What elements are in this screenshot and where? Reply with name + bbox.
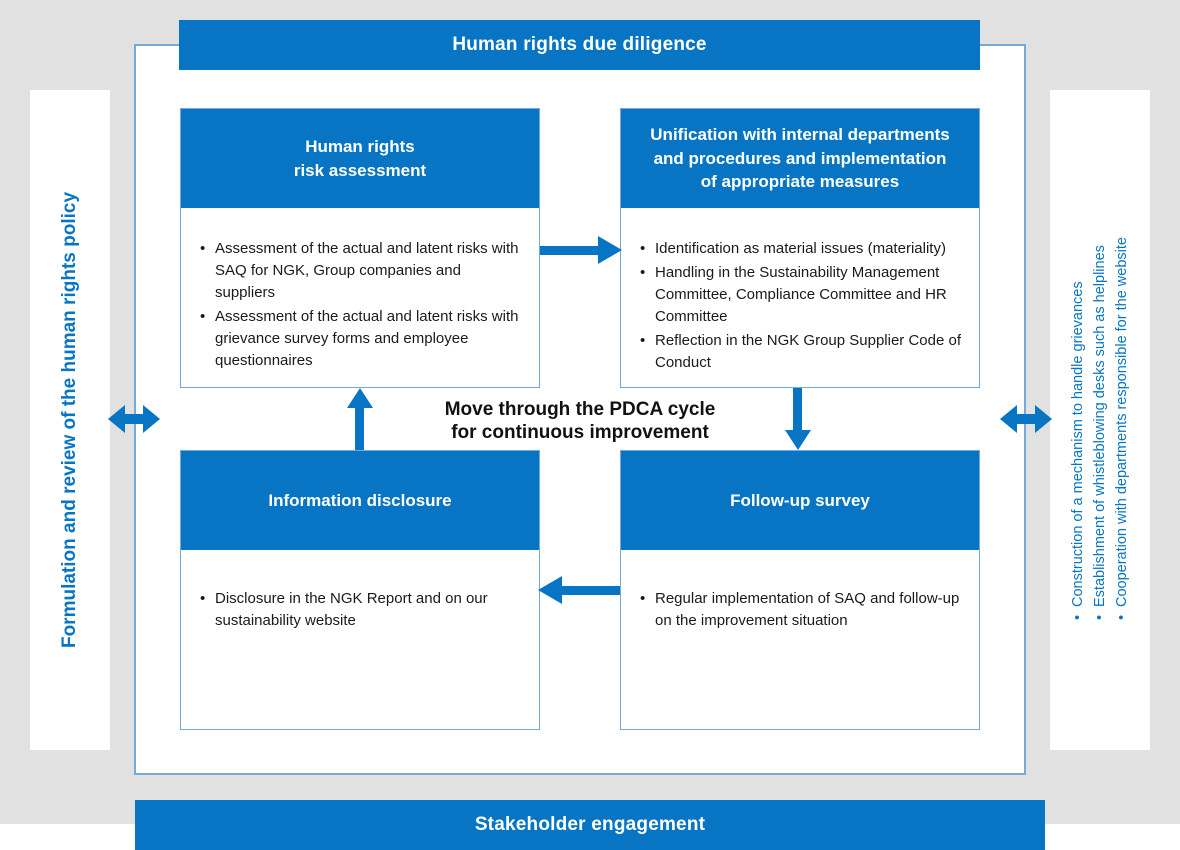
- bullet-item: Reflection in the NGK Group Supplier Cod…: [639, 330, 963, 374]
- box-unification-measures-body: Identification as material issues (mater…: [621, 208, 979, 374]
- bottom-banner-label: Stakeholder engagement: [474, 814, 706, 835]
- double-arrow-right-icon: [1000, 405, 1052, 433]
- top-banner-label: Human rights due diligence: [452, 34, 707, 55]
- arrow-down-icon: [785, 388, 811, 450]
- box-risk-assessment-title: Human rights risk assessment: [181, 109, 539, 208]
- bullet-item: Assessment of the actual and latent risk…: [199, 306, 523, 372]
- arrow-left-icon: [538, 576, 620, 604]
- box-information-disclosure-body: Disclosure in the NGK Report and on our …: [181, 550, 539, 632]
- box-followup-survey-body: Regular implementation of SAQ and follow…: [621, 550, 979, 632]
- bullet-item: Disclosure in the NGK Report and on our …: [199, 588, 523, 632]
- right-grievance-panel: Construction of a mechanism to handle gr…: [1050, 90, 1150, 750]
- top-banner: Human rights due diligence: [179, 20, 980, 70]
- box-unification-measures-title: Unification with internal departments an…: [621, 109, 979, 208]
- double-arrow-left-icon: [108, 405, 160, 433]
- bullet-item: Identification as material issues (mater…: [639, 238, 963, 260]
- arrow-right-icon: [540, 236, 622, 264]
- box-followup-survey: Follow-up survey Regular implementation …: [620, 450, 980, 730]
- box-information-disclosure: Information disclosure Disclosure in the…: [180, 450, 540, 730]
- arrow-up-icon: [347, 388, 373, 450]
- box-risk-assessment-body: Assessment of the actual and latent risk…: [181, 208, 539, 372]
- pdca-cycle-note: Move through the PDCA cycle for continuo…: [444, 399, 716, 443]
- box-followup-survey-title: Follow-up survey: [621, 451, 979, 550]
- bottom-banner: Stakeholder engagement: [135, 800, 1045, 850]
- right-grievance-panel-list: Construction of a mechanism to handle gr…: [1050, 90, 1150, 750]
- bullet-item: Handling in the Sustainability Managemen…: [639, 262, 963, 328]
- grievance-item: Establishment of whistleblowing desks su…: [1089, 245, 1111, 620]
- box-risk-assessment: Human rights risk assessment Assessment …: [180, 108, 540, 388]
- box-unification-measures: Unification with internal departments an…: [620, 108, 980, 388]
- box-information-disclosure-title: Information disclosure: [181, 451, 539, 550]
- left-policy-panel-label: Formulation and review of the human righ…: [59, 191, 80, 649]
- bullet-item: Regular implementation of SAQ and follow…: [639, 588, 963, 632]
- grievance-item: Cooperation with departments responsible…: [1111, 237, 1133, 620]
- grievance-item: Construction of a mechanism to handle gr…: [1067, 281, 1089, 620]
- left-policy-panel: Formulation and review of the human righ…: [30, 90, 110, 750]
- bullet-item: Assessment of the actual and latent risk…: [199, 238, 523, 304]
